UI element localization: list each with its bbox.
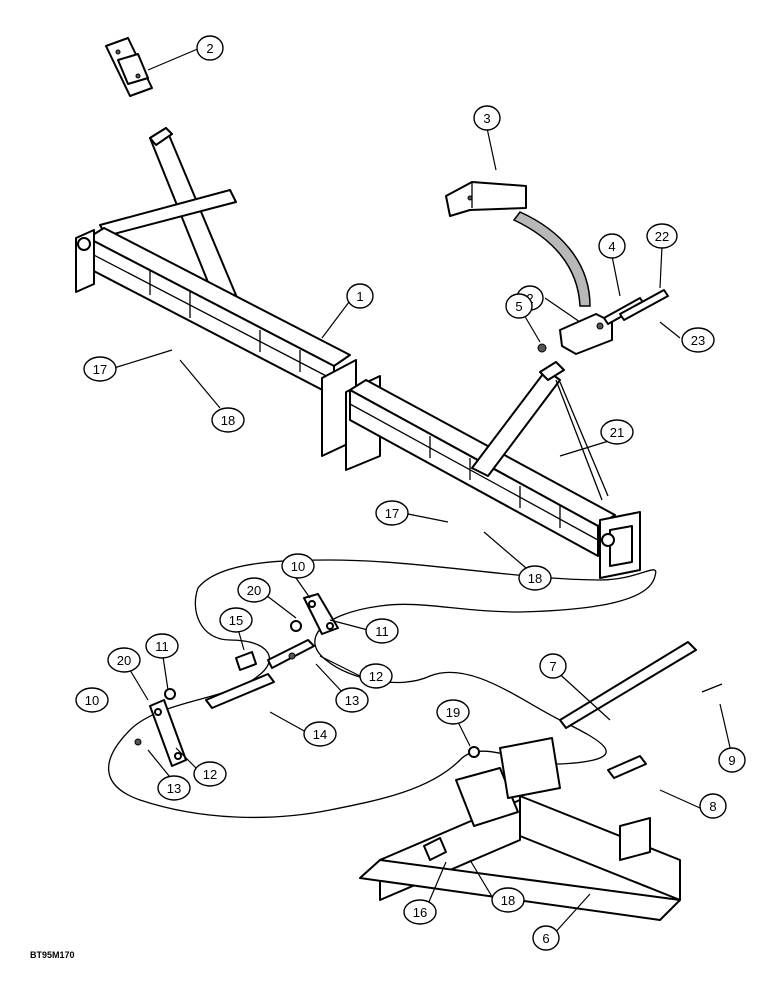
- callout-3: 3: [473, 105, 501, 131]
- callout-label: 22: [655, 229, 669, 244]
- callout-label: 9: [728, 753, 735, 768]
- callout-21: 21: [600, 419, 634, 445]
- callout-23: 23: [681, 327, 715, 353]
- callout-label: 3: [483, 111, 490, 126]
- bracket-part-2-lower: [537, 289, 669, 355]
- callout-label: 8: [709, 799, 716, 814]
- callout-label: 18: [501, 893, 515, 908]
- callout-12-upper: 12: [359, 663, 393, 689]
- callout-8: 8: [699, 793, 727, 819]
- callout-label: 17: [385, 506, 399, 521]
- callout-label: 12: [203, 767, 217, 782]
- callout-14: 14: [303, 721, 337, 747]
- callout-10-upper: 10: [281, 553, 315, 579]
- callout-label: 1: [356, 289, 363, 304]
- callout-label: 2: [206, 41, 213, 56]
- callout-label: 21: [610, 425, 624, 440]
- callout-9: 9: [718, 747, 746, 773]
- drawing-code: BT95M170: [30, 950, 75, 960]
- callout-label: 19: [446, 705, 460, 720]
- callout-18-middle: 18: [518, 565, 552, 591]
- callout-label: 23: [691, 333, 705, 348]
- callout-20-upper: 20: [237, 577, 271, 603]
- toolbar-frame: [75, 127, 641, 579]
- leader-lines: [113, 47, 733, 937]
- callout-16: 16: [403, 899, 437, 925]
- callout-17-upper: 17: [83, 356, 117, 382]
- callouts: 2 3 1 2 4 22 5 23 17 18 21 17 18 10 20 1…: [75, 35, 746, 951]
- bracket-part-3: [445, 181, 591, 307]
- callout-label: 11: [155, 639, 169, 654]
- callout-label: 5: [515, 299, 522, 314]
- callout-1: 1: [346, 283, 374, 309]
- callout-label: 12: [369, 669, 383, 684]
- callout-6: 6: [532, 925, 560, 951]
- callout-12-lower: 12: [193, 761, 227, 787]
- callout-label: 20: [117, 653, 131, 668]
- callout-18-upper: 18: [211, 407, 245, 433]
- callout-label: 15: [229, 613, 243, 628]
- callout-label: 13: [167, 781, 181, 796]
- callout-19: 19: [436, 699, 470, 725]
- callout-label: 10: [291, 559, 305, 574]
- link-parts: [134, 593, 339, 767]
- callout-10-lower: 10: [75, 687, 109, 713]
- callout-label: 11: [375, 624, 389, 639]
- callout-20-lower: 20: [107, 647, 141, 673]
- callout-label: 16: [413, 905, 427, 920]
- callout-18-lower: 18: [491, 887, 525, 913]
- hitch-detail-outline: [107, 559, 657, 819]
- callout-4: 4: [598, 233, 626, 259]
- callout-label: 10: [85, 693, 99, 708]
- callout-13-upper: 13: [335, 687, 369, 713]
- callout-15: 15: [219, 607, 253, 633]
- callout-label: 6: [542, 931, 549, 946]
- callout-label: 18: [528, 571, 542, 586]
- callout-label: 7: [549, 659, 556, 674]
- callout-label: 20: [247, 583, 261, 598]
- callout-11-lower: 11: [145, 633, 179, 659]
- callout-17-lower: 17: [375, 500, 409, 526]
- callout-label: 17: [93, 362, 107, 377]
- callout-label: 14: [313, 727, 327, 742]
- callout-label: 13: [345, 693, 359, 708]
- callout-11-upper: 11: [365, 618, 399, 644]
- callout-22: 22: [646, 223, 678, 249]
- callout-2-top: 2: [196, 35, 224, 61]
- bracket-part-2-top: [105, 37, 153, 97]
- tongue-parts: [359, 641, 723, 921]
- callout-7: 7: [539, 653, 567, 679]
- callout-label: 4: [608, 239, 615, 254]
- callout-13-lower: 13: [157, 775, 191, 801]
- callout-5-bubble: 5: [505, 293, 533, 319]
- callout-label: 18: [221, 413, 235, 428]
